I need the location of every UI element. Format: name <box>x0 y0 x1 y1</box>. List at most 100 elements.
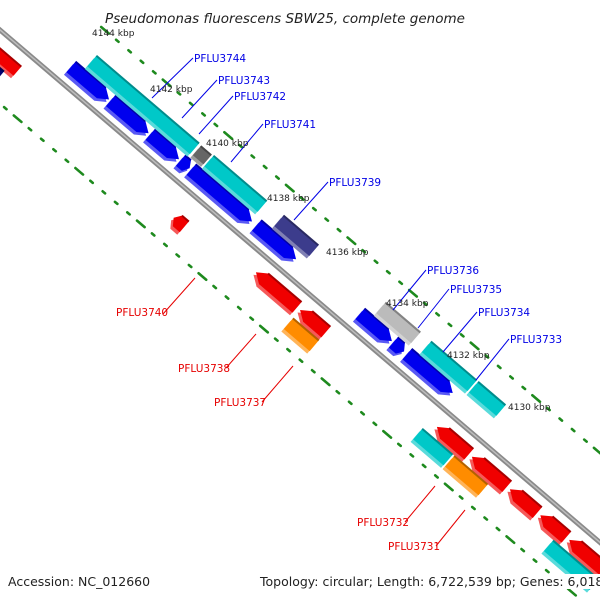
minor-tick <box>335 389 341 395</box>
major-tick <box>407 288 419 298</box>
minor-tick <box>433 474 439 479</box>
minor-tick <box>421 463 427 469</box>
gene-label-pflu3736[interactable]: PFLU3736 <box>427 265 479 277</box>
gene-edge <box>580 540 600 559</box>
minor-tick <box>484 354 490 359</box>
minor-tick <box>250 154 256 159</box>
major-tick <box>284 183 295 193</box>
minor-tick <box>385 269 391 275</box>
minor-tick <box>150 232 156 237</box>
leader-line <box>475 338 510 381</box>
gene-edge <box>267 272 303 303</box>
gene-label-pflu3732[interactable]: PFLU3732 <box>357 517 409 529</box>
gene-label-pflu3740[interactable]: PFLU3740 <box>116 307 168 319</box>
minor-tick <box>101 190 107 195</box>
gene-red-3737b <box>297 309 332 340</box>
gene-edge <box>260 219 294 249</box>
gene-label-pflu3738[interactable]: PFLU3738 <box>178 363 230 375</box>
minor-tick <box>212 284 218 290</box>
gene-label-pflu3734[interactable]: PFLU3734 <box>478 307 530 319</box>
major-tick <box>258 324 270 334</box>
minor-tick <box>201 112 207 117</box>
gene-navy-3739 <box>271 214 320 259</box>
gene-body <box>468 381 506 416</box>
gene-label-pflu3739[interactable]: PFLU3739 <box>329 177 381 189</box>
minor-tick <box>520 547 526 553</box>
gene-body <box>388 337 405 354</box>
gene-body <box>145 129 179 160</box>
major-tick <box>592 446 600 455</box>
minor-tick <box>532 558 538 563</box>
scale-label-4144: 4144 kbp <box>92 29 135 39</box>
gene-body <box>66 61 110 100</box>
gene-body <box>251 220 297 260</box>
gene-blue-small <box>173 154 192 174</box>
major-tick <box>74 166 85 176</box>
gene-edge <box>153 128 177 149</box>
minor-tick <box>273 337 279 342</box>
accession-text: Accession: NC_012660 <box>8 574 151 589</box>
gene-red-partial <box>0 47 22 79</box>
minor-tick <box>483 516 489 521</box>
gene-cyan-3744 <box>84 54 200 157</box>
leader-line <box>293 181 329 221</box>
gene-blue-3741 <box>184 163 252 225</box>
scale-label-4134: 4134 kbp <box>386 299 429 309</box>
gene-edge <box>477 381 507 406</box>
minor-tick <box>508 375 515 380</box>
minor-tick <box>347 400 353 406</box>
minor-tick <box>176 91 182 96</box>
gene-label-pflu3742[interactable]: PFLU3742 <box>234 91 286 103</box>
scale-label-4142: 4142 kbp <box>150 85 193 95</box>
scale-label-4136: 4136 kbp <box>326 248 369 258</box>
scale-label-4130: 4130 kbp <box>508 403 551 413</box>
minor-tick <box>495 526 501 532</box>
gene-body <box>509 489 542 518</box>
minor-tick <box>470 505 476 511</box>
gene-gray-3742 <box>190 145 212 167</box>
gene-label-pflu3737[interactable]: PFLU3737 <box>214 397 266 409</box>
leader-line <box>417 288 450 329</box>
minor-tick <box>236 305 242 311</box>
gene-orange-3737 <box>281 317 320 354</box>
minor-tick <box>2 105 8 111</box>
major-tick <box>346 236 357 246</box>
gene-edge <box>114 94 147 123</box>
gene-edge <box>292 317 320 342</box>
gene-body <box>274 215 319 257</box>
gene-body <box>402 348 453 394</box>
gene-label-pflu3741[interactable]: PFLU3741 <box>264 119 316 131</box>
minor-tick <box>274 175 280 180</box>
gene-edge <box>184 154 192 162</box>
gene-cyan-3734 <box>419 340 478 394</box>
gene-red-3738 <box>253 272 303 316</box>
gene-edge <box>551 515 572 533</box>
gene-label-pflu3731[interactable]: PFLU3731 <box>388 541 440 553</box>
minor-tick <box>336 227 342 233</box>
gene-body <box>175 155 191 171</box>
gene-label-pflu3743[interactable]: PFLU3743 <box>218 75 270 87</box>
minor-tick <box>570 427 576 433</box>
gene-edge <box>410 347 451 382</box>
gene-body <box>569 539 600 576</box>
minor-tick <box>360 410 366 416</box>
minor-tick <box>361 248 367 254</box>
leader-line <box>261 365 294 403</box>
gene-blue-3739 <box>249 219 297 262</box>
minor-tick <box>398 280 404 286</box>
minor-tick <box>299 196 305 201</box>
gene-body <box>105 95 149 134</box>
gene-label-pflu3744[interactable]: PFLU3744 <box>194 53 246 65</box>
gene-blue-small2 <box>386 336 406 357</box>
leader-line <box>392 269 427 311</box>
minor-tick <box>558 417 564 422</box>
gene-blue-3744b <box>103 94 149 136</box>
minor-tick <box>310 368 316 374</box>
gene-edge <box>397 336 406 344</box>
gene-label-pflu3733[interactable]: PFLU3733 <box>510 334 562 346</box>
gene-label-pflu3735[interactable]: PFLU3735 <box>450 284 502 296</box>
minor-tick <box>139 59 145 65</box>
gene-body <box>204 155 267 212</box>
gene-red-e <box>566 539 600 581</box>
